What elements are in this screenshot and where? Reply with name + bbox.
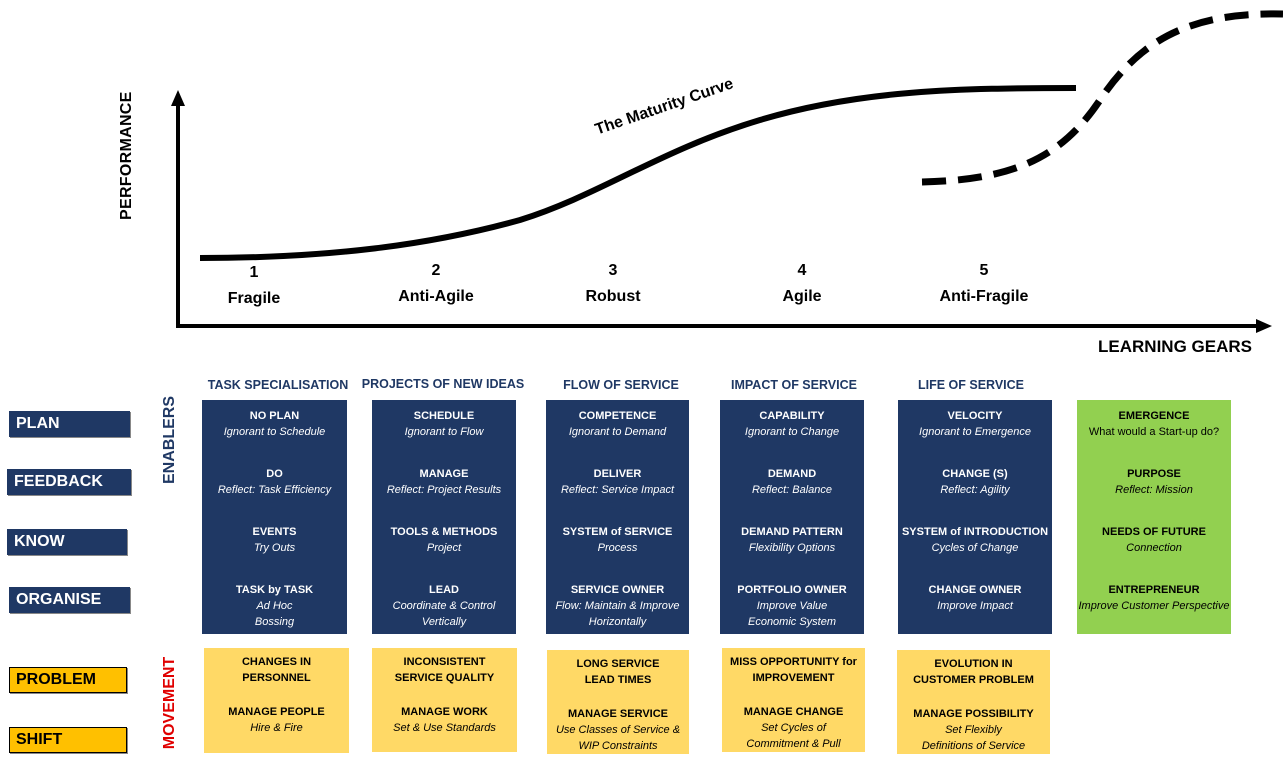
stage-number: 2: [431, 262, 441, 279]
stage-number: 1: [249, 264, 259, 281]
column-header-task-specialisation: TASK SPECIALISATION: [207, 378, 349, 392]
column-header-impact-of-service: IMPACT OF SERVICE: [731, 378, 857, 392]
stage-5: 5 Anti-Fragile: [909, 258, 1059, 310]
stage-name: Anti-Fragile: [939, 288, 1029, 305]
stage-name: Robust: [585, 288, 641, 305]
stage-name: Agile: [782, 288, 822, 305]
maturity-curve-line: [199, 85, 1077, 261]
next-curve-dashed-line: [921, 10, 1283, 186]
side-label-plan: PLAN: [9, 411, 130, 437]
enabler-feedback: CHANGE (S)Reflect: Agility: [940, 468, 1010, 496]
column-header-flow-of-service: FLOW OF SERVICE: [563, 378, 679, 392]
column-header-projects-of-new-ideas: PROJECTS OF NEW IDEAS: [361, 377, 525, 391]
stage-3: 3 Robust: [538, 258, 688, 310]
x-axis-label: LEARNING GEARS: [1098, 337, 1252, 356]
side-label-problem: PROBLEM: [9, 667, 127, 693]
stage-name: Anti-Agile: [398, 288, 474, 305]
column-header-life-of-service: LIFE OF SERVICE: [917, 378, 1025, 392]
side-label-know: KNOW: [7, 529, 127, 555]
stage-name: Fragile: [227, 290, 281, 307]
y-axis-arrow: [171, 90, 185, 106]
movement-label: MOVEMENT: [161, 656, 178, 750]
stage-2: 2 Anti-Agile: [361, 258, 511, 310]
y-axis-label: PERFORMANCE: [118, 91, 135, 220]
stage-number: 5: [979, 262, 989, 279]
stage-1: 1 Fragile: [179, 260, 329, 312]
x-axis-arrow: [1256, 319, 1272, 333]
enablers-label: ENABLERS: [161, 396, 178, 485]
stage-number: 3: [608, 262, 618, 279]
side-label-shift: SHIFT: [9, 727, 127, 753]
maturity-curve-graphic: [171, 10, 1283, 333]
stage-4: 4 Agile: [727, 258, 877, 310]
side-label-feedback: FEEDBACK: [7, 469, 131, 495]
side-label-organise: ORGANISE: [9, 587, 130, 613]
stage-number: 4: [797, 262, 807, 279]
